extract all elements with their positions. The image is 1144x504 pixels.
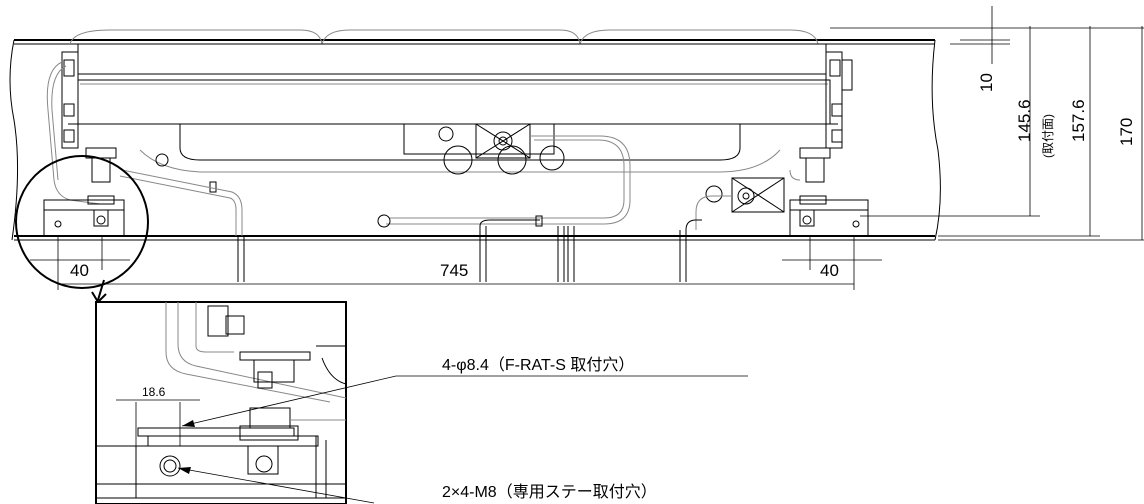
detail-view: 18.6 [95,301,347,504]
dim-height-170: 170 [1117,118,1136,146]
dim-detail-18-6: 18.6 [142,385,166,399]
main-side-view [9,29,941,304]
detail-arrow [97,279,105,301]
dim-left-40: 40 [70,261,89,280]
callouts: 4-φ8.4（F-RAT-S 取付穴） 2×4-M8（専用ステー取付穴） [177,356,748,504]
detail-circle [15,155,149,289]
dim-right-40: 40 [820,261,839,280]
callout-stay-holes: 2×4-M8（専用ステー取付穴） [442,483,657,501]
mounting-surface-note: (取付面) [1041,114,1055,158]
dim-height-157-6: 157.6 [1069,99,1088,142]
dimension-texts: 40 40 745 10 145.6 (取付面) 157.6 170 [70,73,1136,280]
left-mounting-foot [43,147,220,237]
dim-height-10: 10 [977,73,996,92]
callout-mounting-holes: 4-φ8.4（F-RAT-S 取付穴） [442,356,634,374]
right-mounting-foot [690,147,869,237]
valve-2 [705,177,785,213]
dimension-lines [30,6,1144,290]
valve-1 [475,123,531,159]
dim-overall-745: 745 [440,261,468,280]
dim-height-145-6: 145.6 [1015,99,1034,142]
